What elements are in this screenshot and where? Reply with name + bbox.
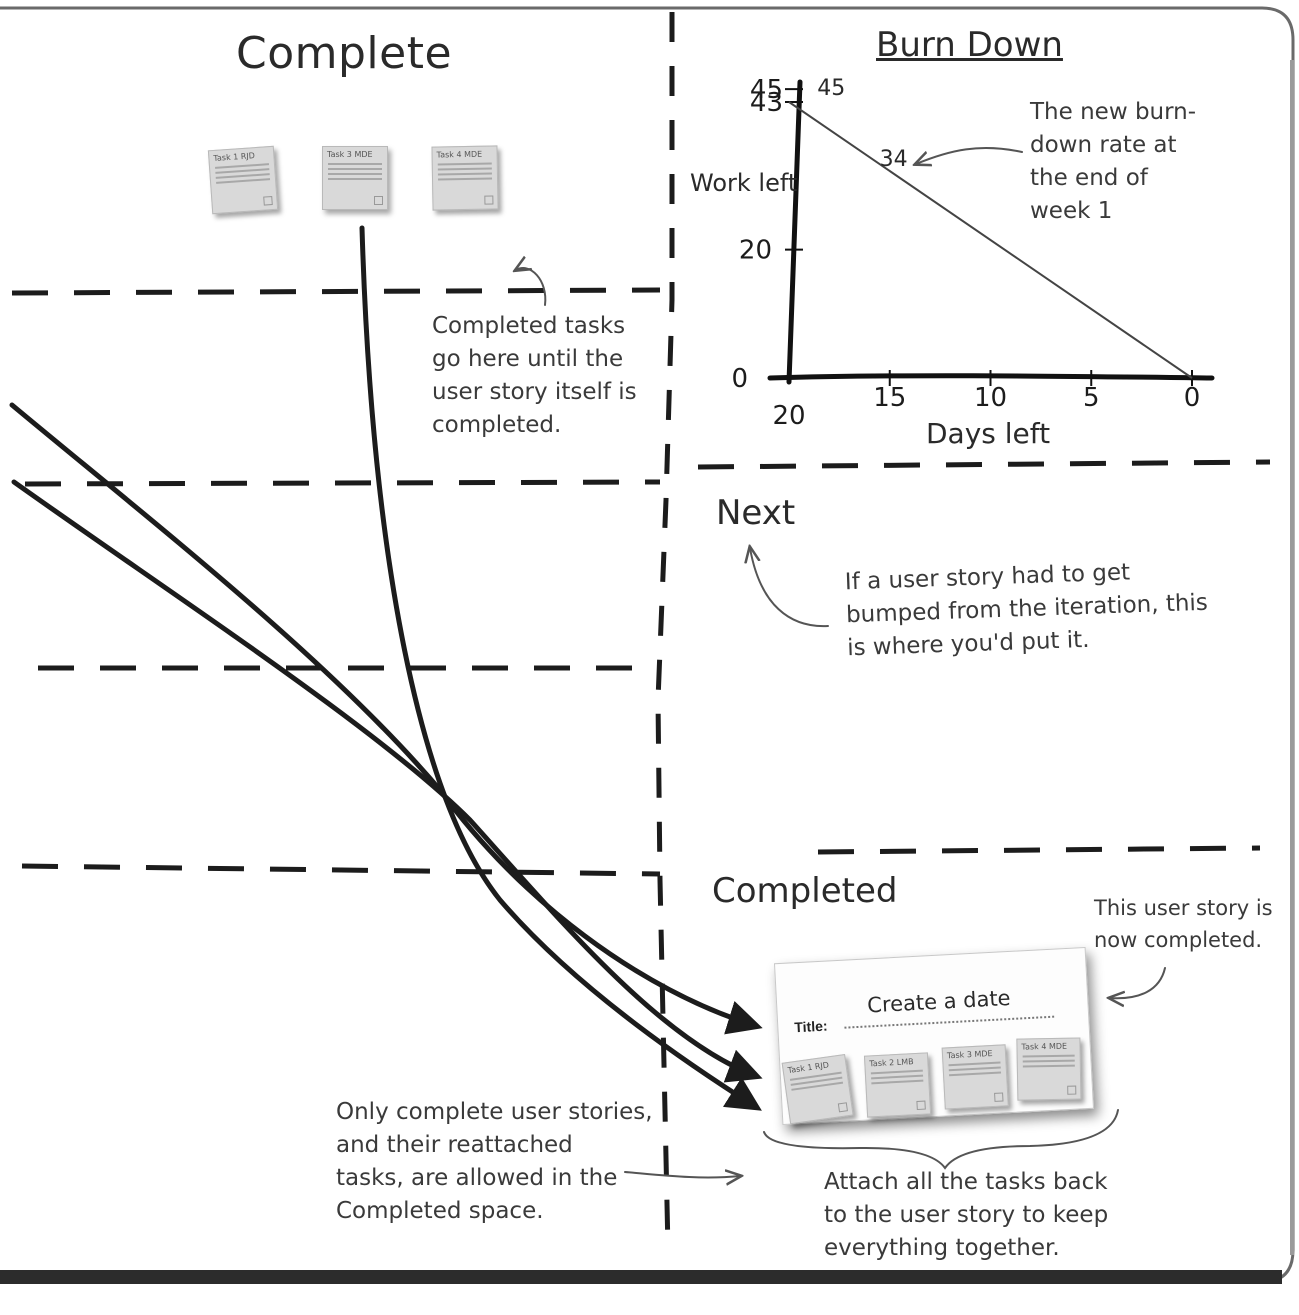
attached-task-sticky[interactable]: Task 2 LMB bbox=[864, 1052, 931, 1117]
y-axis bbox=[789, 82, 800, 382]
y-tick-label: 45 bbox=[750, 75, 783, 105]
x-tick-label: 0 bbox=[1184, 383, 1201, 413]
arrow-to-next bbox=[750, 548, 828, 626]
x-tick-label: 5 bbox=[1083, 383, 1100, 413]
task-sticky[interactable]: Task 1 RJD bbox=[208, 146, 278, 214]
arrow-from-left-lower bbox=[14, 482, 756, 1076]
attached-task-sticky[interactable]: Task 4 MDE bbox=[1016, 1037, 1081, 1100]
completed-heading: Completed bbox=[712, 874, 897, 908]
x-tick-label: 20 bbox=[772, 401, 805, 431]
task-sticky[interactable]: Task 3 MDE bbox=[322, 146, 388, 210]
burn-down-heading: Burn Down bbox=[876, 28, 1063, 62]
y-tick-label: 0 bbox=[731, 364, 748, 394]
y-axis-title: Work left bbox=[690, 166, 797, 200]
arrow-to-completed-tasks-row bbox=[516, 268, 545, 305]
point-annotation: 34 bbox=[880, 147, 908, 172]
arrow-to-burn-rate bbox=[916, 148, 1022, 164]
user-story-card[interactable]: Title: Create a date Task 1 RJD Task 2 L… bbox=[774, 947, 1094, 1125]
y-tick-label: 20 bbox=[739, 236, 772, 266]
x-tick-label: 15 bbox=[873, 383, 906, 413]
point-annotation: 45 bbox=[817, 76, 845, 101]
story-title-label: Title: bbox=[794, 1018, 828, 1036]
arrow-to-story-card bbox=[1110, 968, 1165, 998]
attached-task-sticky[interactable]: Task 1 RJD bbox=[782, 1054, 854, 1124]
attached-task-sticky[interactable]: Task 3 MDE bbox=[942, 1044, 1009, 1109]
x-axis-title: Days left bbox=[926, 420, 1050, 448]
story-title-line bbox=[844, 1016, 1054, 1029]
complete-heading: Complete bbox=[236, 32, 452, 76]
only-complete-note: Only complete user stories,and their rea… bbox=[336, 1096, 653, 1228]
task-sticky[interactable]: Task 4 MDE bbox=[431, 145, 498, 210]
vertical-divider bbox=[658, 12, 672, 1250]
x-tick-label: 10 bbox=[974, 383, 1007, 413]
story-title-value: Create a date bbox=[867, 986, 1011, 1017]
arrow-from-left-upper bbox=[12, 405, 756, 1026]
board-bottom-shadow bbox=[0, 1270, 1282, 1284]
next-heading: Next bbox=[716, 496, 795, 530]
